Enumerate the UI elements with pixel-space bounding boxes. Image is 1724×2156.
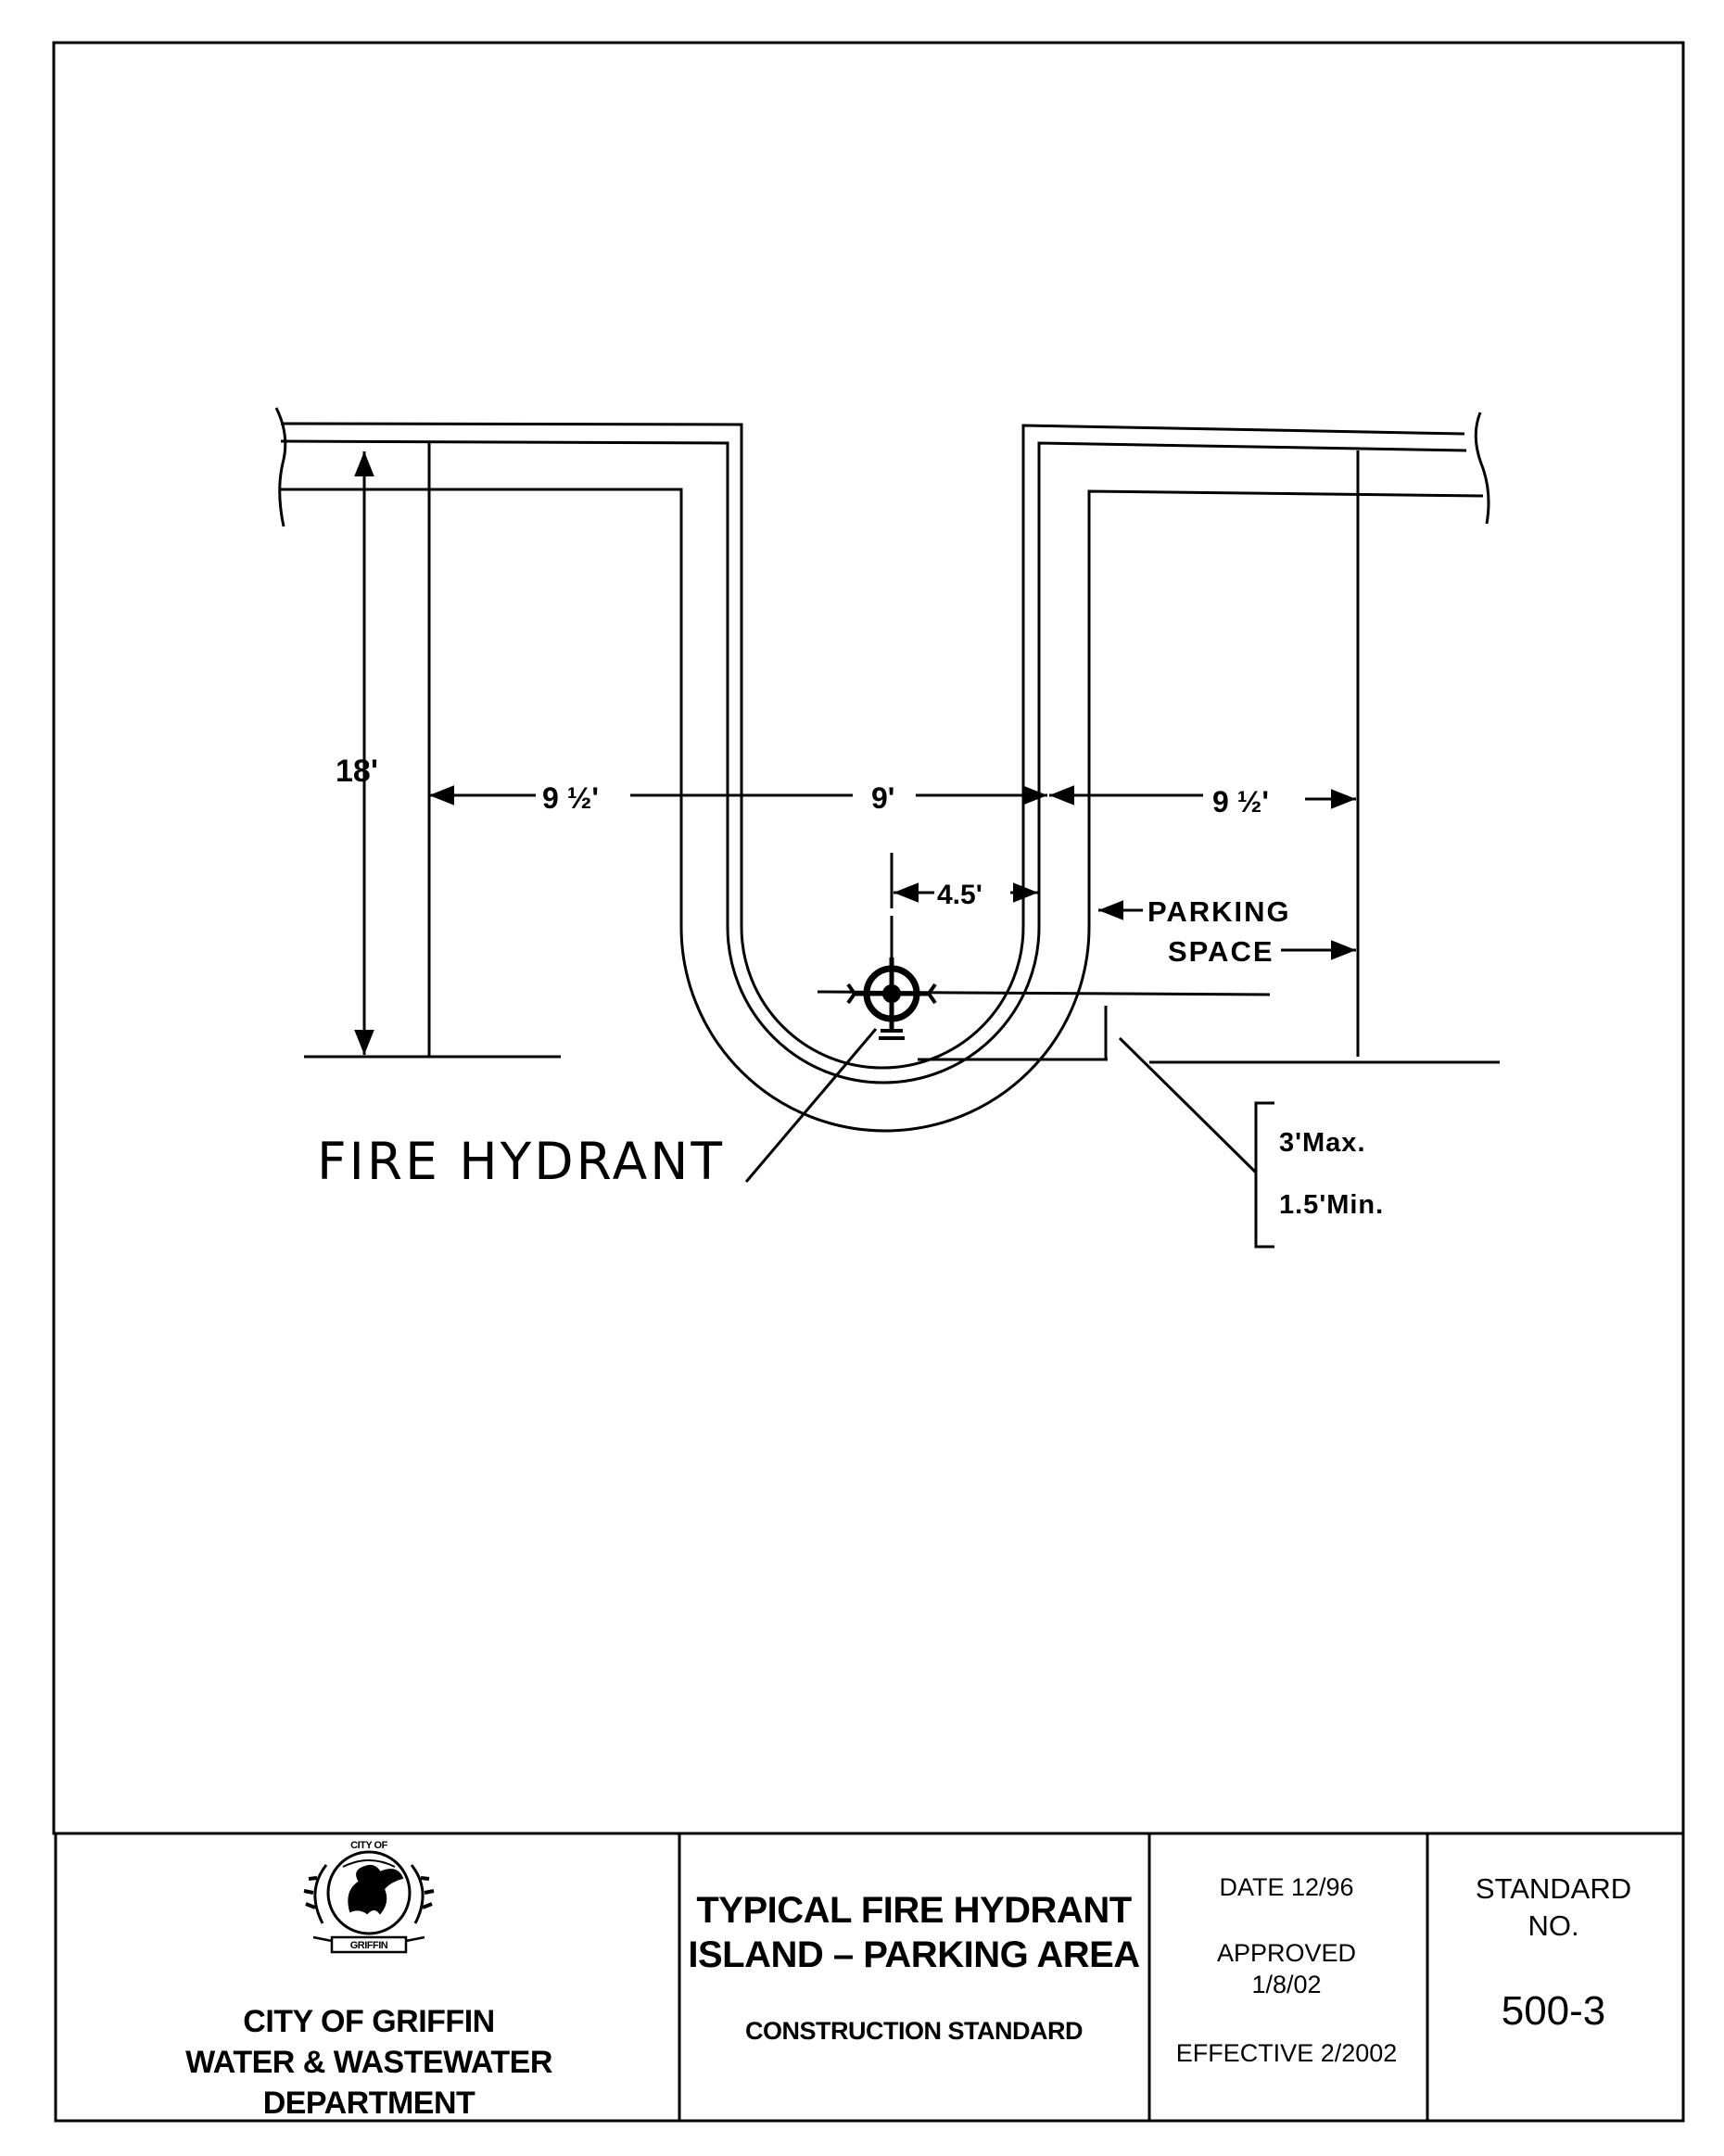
org-name-line2: WATER & WASTEWATER	[185, 2045, 552, 2080]
left-curb-outer	[280, 422, 1465, 1070]
parking-space-label-line2: SPACE	[1168, 935, 1274, 968]
dimension-lines	[354, 451, 1356, 1055]
setback-leader	[1118, 1036, 1258, 1174]
drawing-title-line2: ISLAND – PARKING AREA	[688, 1934, 1139, 1975]
standard-number: 500-3	[1502, 1988, 1606, 2034]
sheet-border	[52, 41, 1685, 2123]
standard-label-line2: NO.	[1528, 1909, 1578, 1942]
approved-date: 1/8/02	[1251, 1971, 1321, 1998]
fire-hydrant-icon	[846, 958, 937, 1040]
right-break-line	[1474, 412, 1490, 525]
left-break-line	[274, 407, 287, 527]
city-seal-logo	[303, 1850, 435, 1954]
date-text: DATE 12/96	[1219, 1873, 1353, 1901]
dim-island-width-label: 9'	[871, 781, 894, 815]
parking-space-label-line1: PARKING	[1147, 895, 1291, 928]
setback-bracket	[1254, 1101, 1274, 1249]
effective-date: EFFECTIVE 2/2002	[1176, 2039, 1398, 2067]
dim-offset-label: 4.5'	[937, 880, 982, 910]
dim-left-width-label: 9 ½'	[542, 781, 599, 815]
hydrant-leader	[744, 1028, 878, 1183]
seal-top-text: CITY OF	[350, 1840, 387, 1851]
island-plan-drawing	[274, 407, 1500, 1249]
setback-max-label: 3'Max.	[1279, 1128, 1366, 1158]
dim-height-label: 18'	[336, 754, 378, 789]
dim-right-width-label: 9 ½'	[1212, 785, 1269, 818]
seal-bottom-text: GRIFFIN	[350, 1940, 388, 1951]
drawing-title-line1: TYPICAL FIRE HYDRANT	[696, 1890, 1131, 1931]
approved-label: APPROVED	[1217, 1939, 1356, 1967]
org-name-line1: CITY OF GRIFFIN	[243, 2004, 494, 2039]
left-curb-inner	[280, 439, 1467, 1084]
fire-hydrant-label: FIRE HYDRANT	[317, 1132, 725, 1191]
drawing-subtitle: CONSTRUCTION STANDARD	[745, 2017, 1083, 2045]
standard-label-line1: STANDARD	[1476, 1872, 1631, 1905]
setback-min-label: 1.5'Min.	[1279, 1190, 1384, 1220]
island-edge	[281, 488, 1484, 1133]
org-name-line3: DEPARTMENT	[263, 2086, 475, 2121]
